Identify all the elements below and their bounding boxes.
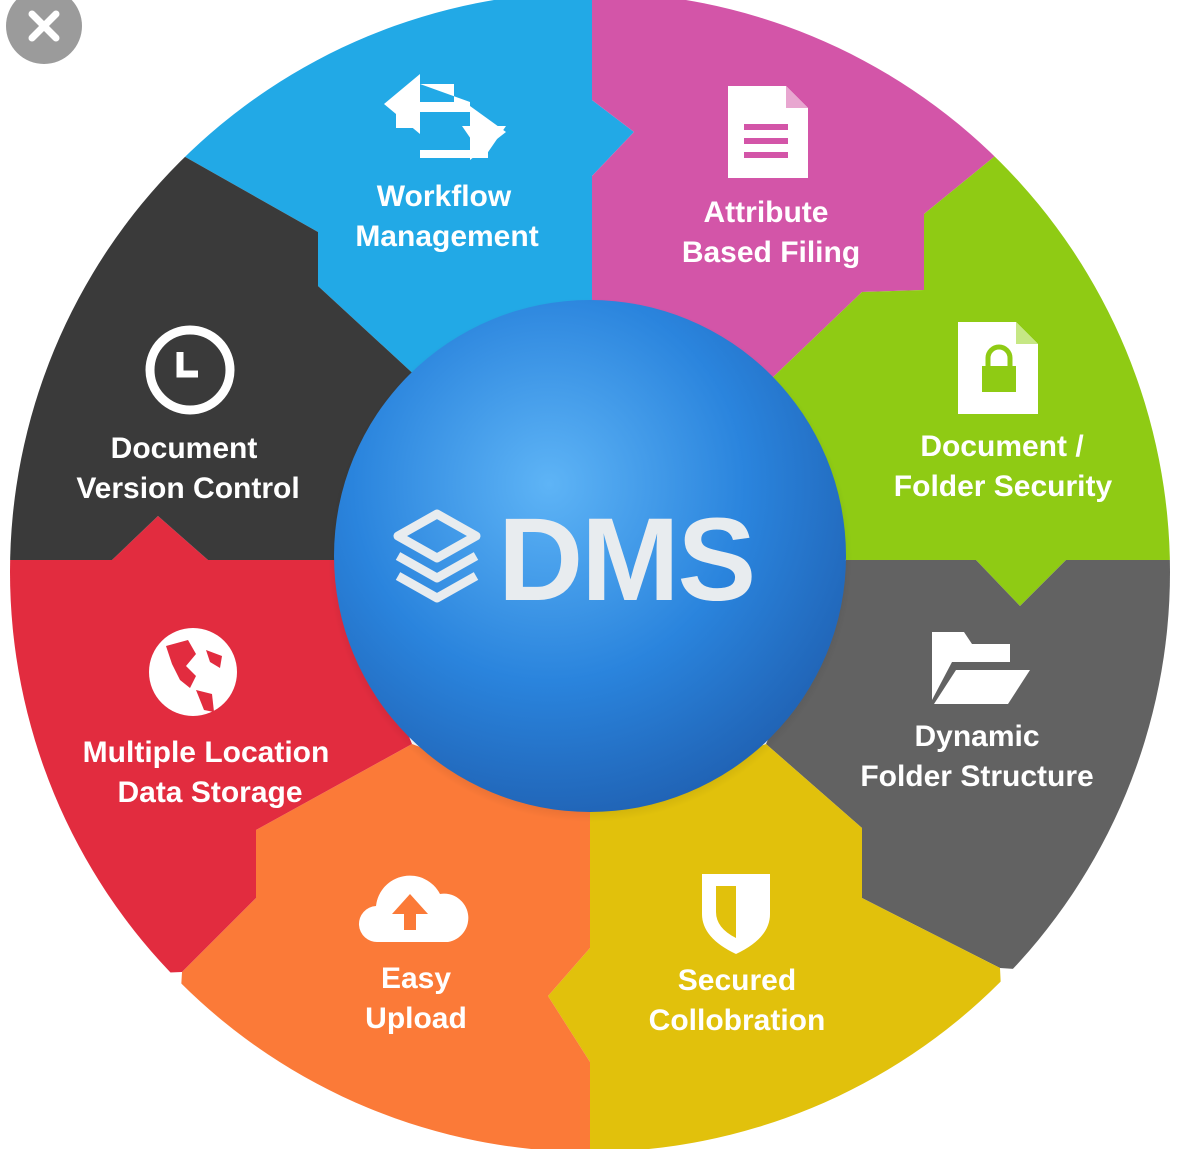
layers-icon bbox=[393, 509, 481, 603]
shield-icon bbox=[702, 874, 770, 954]
segment-label-line1: Workflow bbox=[377, 180, 512, 213]
segment-label-line1: Multiple Location bbox=[83, 736, 330, 769]
cloud-upload-icon bbox=[358, 875, 469, 943]
locked-document-icon bbox=[958, 322, 1038, 414]
center-hub bbox=[334, 300, 846, 812]
open-folder-icon bbox=[932, 632, 1030, 704]
segment-storage[interactable]: Multiple Location Data Storage bbox=[83, 628, 330, 809]
segment-folder-bg bbox=[766, 560, 1170, 980]
segment-label-line2: Collobration bbox=[649, 1004, 826, 1037]
close-button[interactable] bbox=[6, 0, 82, 64]
document-icon bbox=[728, 86, 808, 178]
segment-upload[interactable]: Easy Upload bbox=[358, 875, 469, 1035]
segment-attribute[interactable]: Attribute Based Filing bbox=[682, 86, 860, 269]
segment-label-line2: Management bbox=[355, 220, 538, 253]
segment-label-line2: Data Storage bbox=[117, 776, 302, 809]
segment-folder[interactable]: Dynamic Folder Structure bbox=[860, 632, 1094, 793]
segment-label-line1: Document / bbox=[920, 430, 1084, 463]
segment-label-line1: Secured bbox=[678, 964, 796, 997]
segment-workflow[interactable]: Workflow Management bbox=[355, 74, 539, 253]
segment-storage-bg bbox=[10, 516, 412, 980]
segment-label-line1: Document bbox=[111, 432, 258, 465]
swap-arrows-icon bbox=[384, 74, 506, 160]
clock-icon bbox=[145, 325, 235, 415]
segment-security[interactable]: Document / Folder Security bbox=[894, 322, 1113, 503]
segment-label-line2: Upload bbox=[365, 1002, 467, 1035]
segment-label-line1: Easy bbox=[381, 962, 451, 995]
close-icon bbox=[28, 10, 60, 42]
segment-label-line2: Folder Security bbox=[894, 470, 1113, 503]
center-title: DMS bbox=[498, 494, 754, 626]
segment-label-line1: Dynamic bbox=[914, 720, 1039, 753]
segment-version[interactable]: Document Version Control bbox=[76, 325, 300, 505]
segment-label-line1: Attribute bbox=[704, 196, 829, 229]
segment-label-line2: Based Filing bbox=[682, 236, 860, 269]
segment-label-line2: Version Control bbox=[76, 472, 299, 505]
segment-secured[interactable]: Secured Collobration bbox=[649, 874, 826, 1037]
globe-icon bbox=[149, 628, 237, 716]
segment-label-line2: Folder Structure bbox=[860, 760, 1093, 793]
